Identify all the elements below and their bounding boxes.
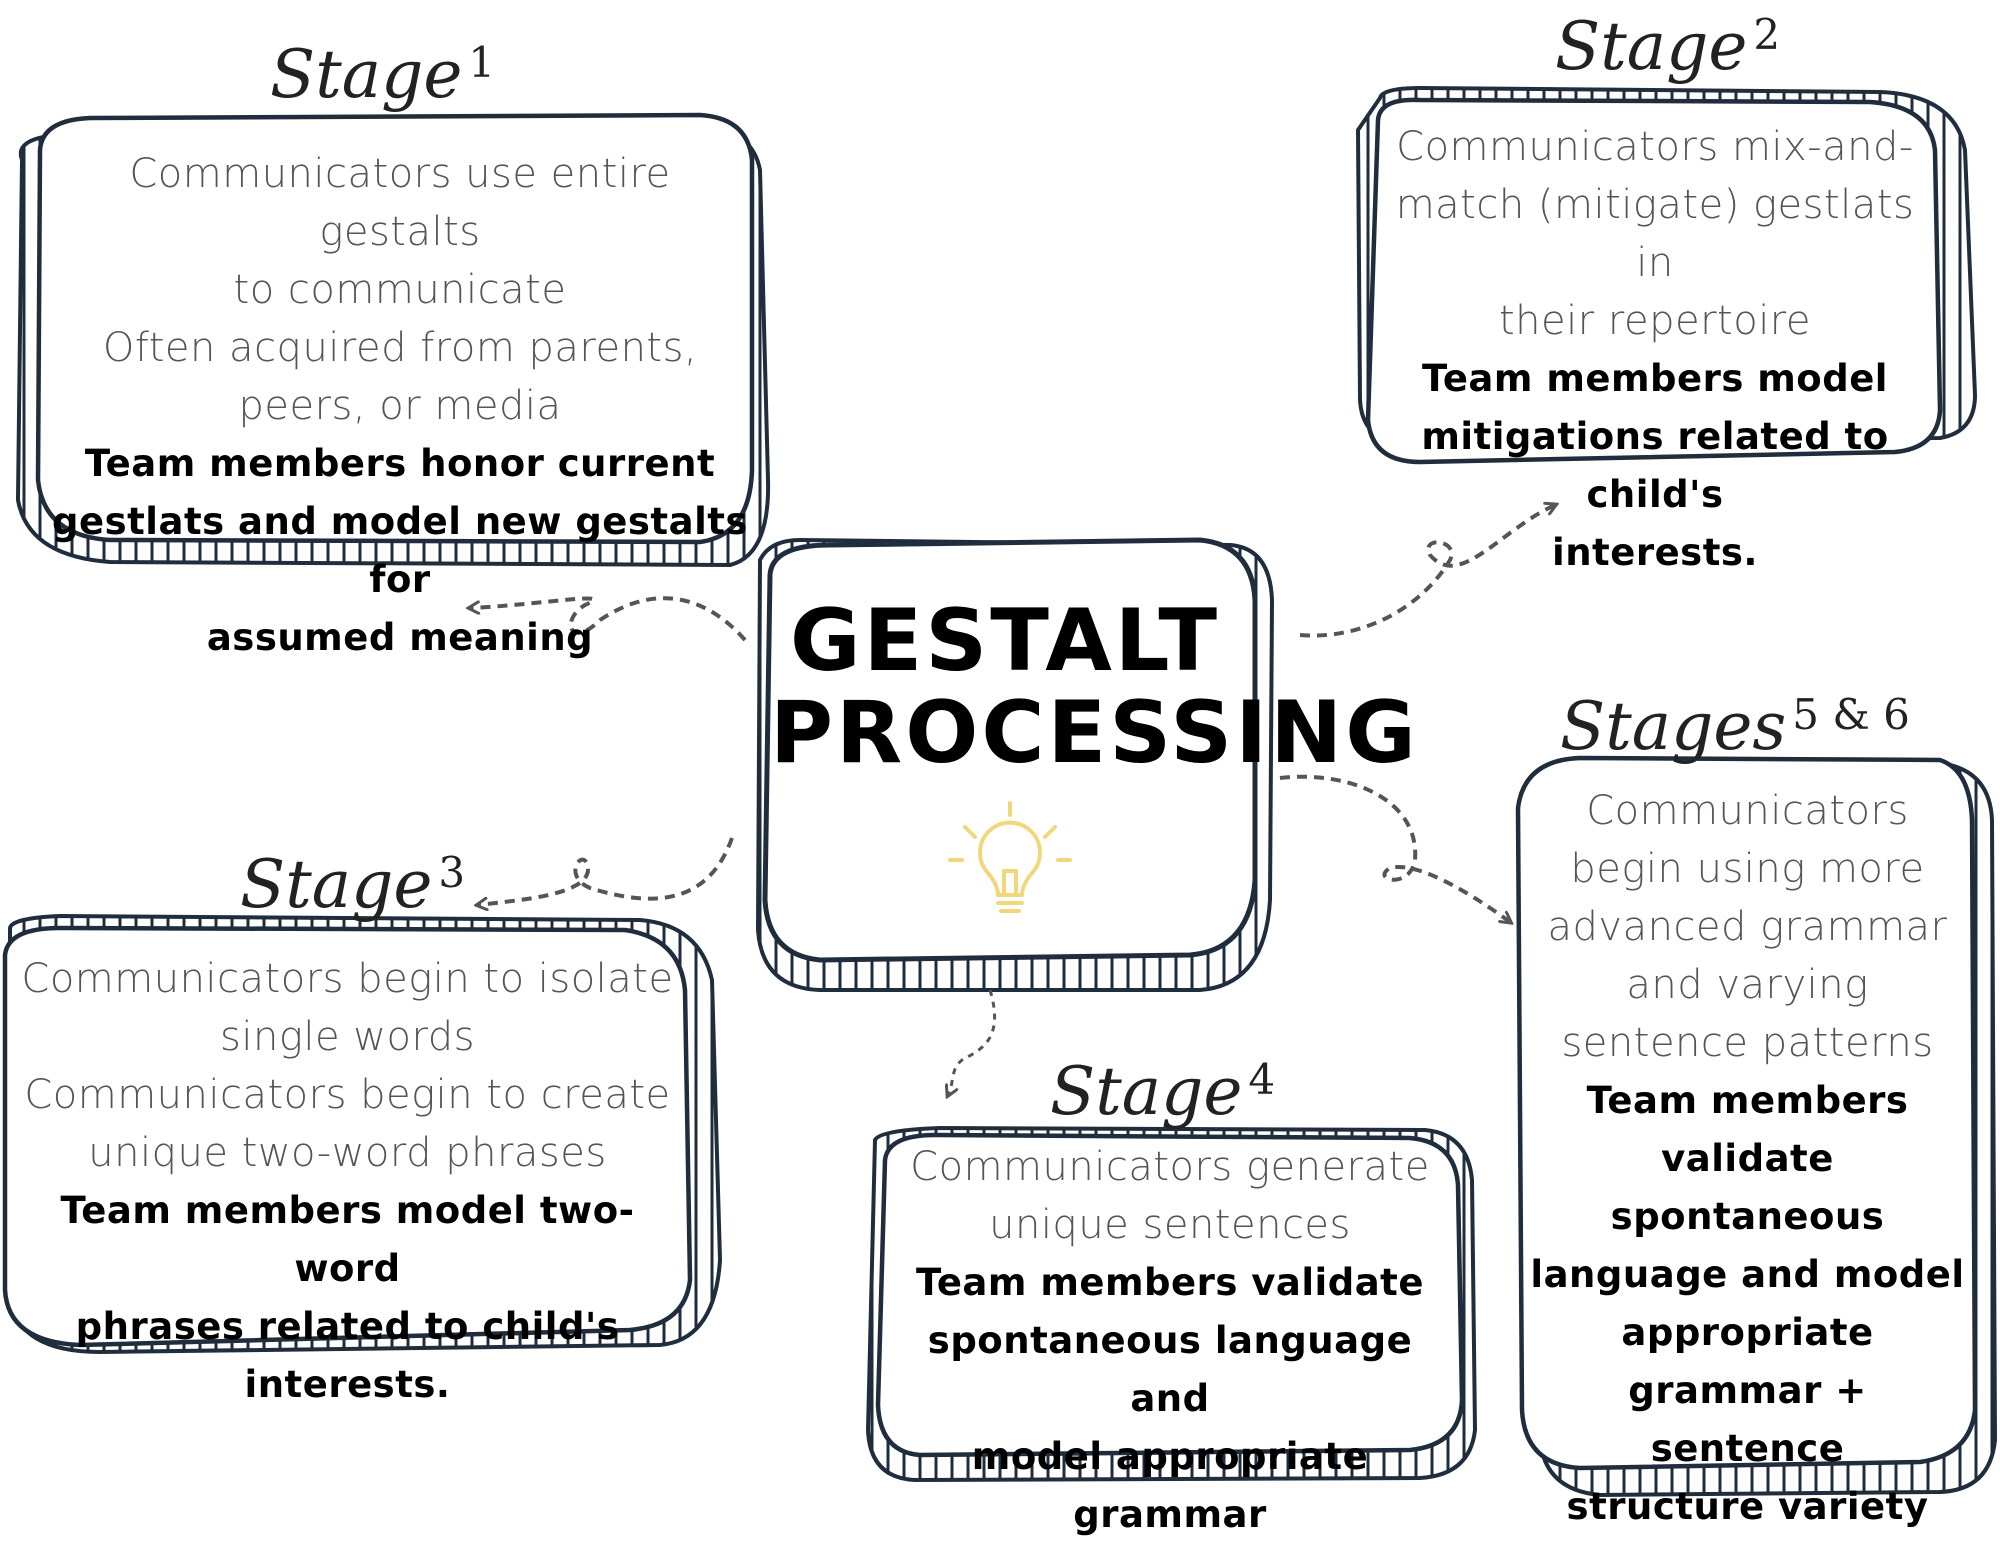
stage1-box xyxy=(15,112,771,568)
stage2-action-line: Team members model xyxy=(1422,357,1888,400)
stage1-desc-line: peers, or media xyxy=(238,383,562,429)
stage56-desc-line: and varying xyxy=(1626,962,1869,1008)
stage56-desc-line: begin using more xyxy=(1570,846,1925,892)
stage56-action-line: appropriate xyxy=(1621,1311,1874,1354)
stage3-desc-line: Communicators begin to isolate xyxy=(21,956,674,1002)
stage3-label-text: Stage xyxy=(240,846,433,923)
arrow-to-stage1 xyxy=(470,596,747,642)
stage4-number: 4 xyxy=(1248,1055,1276,1104)
stage3-action-line: phrases related to child's xyxy=(75,1305,620,1348)
stage56-desc-line: advanced grammar xyxy=(1547,904,1948,950)
stage3-number: 3 xyxy=(438,848,466,897)
stage56-action-line: language and model xyxy=(1530,1253,1965,1296)
concept-map-canvas xyxy=(2,85,1998,1498)
stage2-desc-line: Communicators mix-and- xyxy=(1396,124,1914,170)
stage4-desc-line: Communicators generate xyxy=(910,1144,1430,1190)
stage56-label-text: Stages xyxy=(1560,688,1787,765)
stage56-action-line: validate spontaneous xyxy=(1610,1137,1885,1238)
stage4-desc-line: unique sentences xyxy=(989,1202,1351,1248)
stage56-action-line: grammar + sentence xyxy=(1628,1369,1867,1470)
stage2-text: Communicators mix-and- match (mitigate) … xyxy=(1375,118,1935,582)
center-title-line1: GESTALT xyxy=(789,591,1221,691)
stage2-label-text: Stage xyxy=(1555,8,1748,85)
stage3-text: Communicators begin to isolate single wo… xyxy=(15,950,680,1414)
stage3-box xyxy=(2,913,723,1355)
arrow-to-stage56 xyxy=(1279,774,1510,922)
arrow-to-stage4 xyxy=(948,989,997,1095)
stage3-desc-line: single words xyxy=(220,1014,475,1060)
stage2-action-line: interests. xyxy=(1552,531,1758,574)
arrow-to-stage3 xyxy=(478,837,734,905)
stage1-action-line: Team members honor current xyxy=(84,442,716,485)
stage1-action-line: assumed meaning xyxy=(206,616,594,659)
stage3-action-line: interests. xyxy=(244,1363,451,1406)
stage4-text: Communicators generate unique sentences … xyxy=(885,1138,1455,1544)
stage1-label-text: Stage xyxy=(270,36,463,113)
stage1-action-line: gestlats and model new gestalts for xyxy=(52,500,748,601)
stage1-desc-line: Communicators use entire gestalts xyxy=(129,151,671,255)
stage2-number: 2 xyxy=(1753,10,1781,59)
center-title: GESTALT PROCESSING xyxy=(770,591,1419,783)
center-title-line2: PROCESSING xyxy=(770,683,1419,783)
stage56-desc-line: Communicators xyxy=(1586,788,1909,834)
lightbulb-icon xyxy=(948,801,1072,913)
stage1-desc-line: to communicate xyxy=(233,267,567,313)
stage56-desc-line: sentence patterns xyxy=(1561,1020,1934,1066)
stage3-desc-line: Communicators begin to create xyxy=(24,1072,671,1118)
stage1-text: Communicators use entire gestalts to com… xyxy=(45,145,755,667)
stage3-action-line: Team members model two-word xyxy=(60,1189,635,1290)
stage4-action-line: Team members validate xyxy=(916,1261,1424,1304)
stage2-action-line: mitigations related to child's xyxy=(1421,415,1889,516)
stage2-box xyxy=(1355,85,1978,465)
stage4-action-line: model appropriate grammar xyxy=(971,1435,1369,1536)
stage3-desc-line: unique two-word phrases xyxy=(88,1130,607,1176)
stage1-number: 1 xyxy=(468,38,496,87)
stage56-box xyxy=(1515,755,1998,1498)
stage4-label-text: Stage xyxy=(1050,1053,1243,1130)
stage56-text: Communicators begin using more advanced … xyxy=(1525,782,1970,1536)
stage4-action-line: spontaneous language and xyxy=(927,1319,1413,1420)
center-box xyxy=(755,537,1275,992)
stage56-action-line: Team members xyxy=(1586,1079,1909,1122)
stage2-desc-line: their repertoire xyxy=(1499,298,1811,344)
stage2-desc-line: match (mitigate) gestlats in xyxy=(1395,182,1915,286)
stage56-action-line: structure variety xyxy=(1566,1485,1929,1528)
stage56-number: 5 & 6 xyxy=(1792,690,1910,739)
stage4-box xyxy=(865,1125,1478,1483)
stage1-desc-line: Often acquired from parents, xyxy=(102,325,698,371)
